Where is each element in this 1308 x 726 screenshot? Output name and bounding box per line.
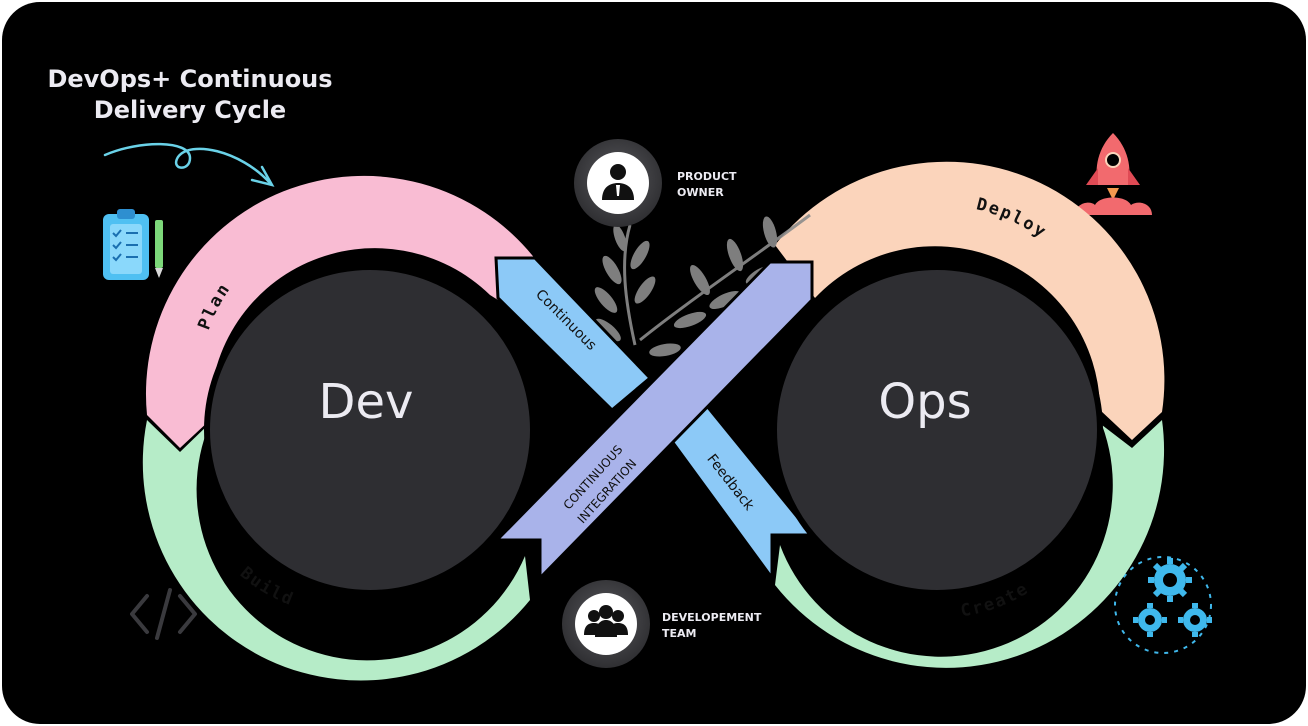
- title-line-1: DevOps+ Continuous: [47, 65, 332, 93]
- continuous-integration-band: [493, 260, 814, 582]
- dev-label: Dev: [319, 374, 414, 430]
- product-owner-label-2: OWNER: [677, 186, 724, 199]
- gears-icon: [1114, 556, 1212, 654]
- deploy-arc: [775, 161, 1165, 440]
- product-owner-label-1: PRODUCT: [677, 170, 737, 183]
- plan-arc: [145, 175, 536, 448]
- dev-team-label-2: TEAM: [662, 627, 696, 640]
- code-icon: [130, 588, 197, 640]
- rocket-icon: [1075, 133, 1152, 215]
- curly-arrow-icon: [103, 142, 275, 187]
- dev-team-label-1: DEVELOPEMENT: [662, 611, 762, 624]
- dev-loop-circle: [204, 264, 536, 596]
- leaf-branch-icon: [594, 213, 811, 357]
- title-line-2: Delivery Cycle: [94, 96, 286, 124]
- ops-loop-circle: [771, 264, 1103, 596]
- clipboard-checklist-icon: [103, 209, 149, 280]
- build-arc: [142, 420, 531, 681]
- create-arc: [775, 420, 1165, 668]
- development-team-badge: [562, 580, 650, 668]
- continuous-band: [494, 256, 653, 413]
- pencil-icon: [155, 220, 163, 278]
- ops-label: Ops: [878, 374, 971, 430]
- team-icon: [584, 605, 628, 637]
- product-owner-badge: [574, 139, 662, 227]
